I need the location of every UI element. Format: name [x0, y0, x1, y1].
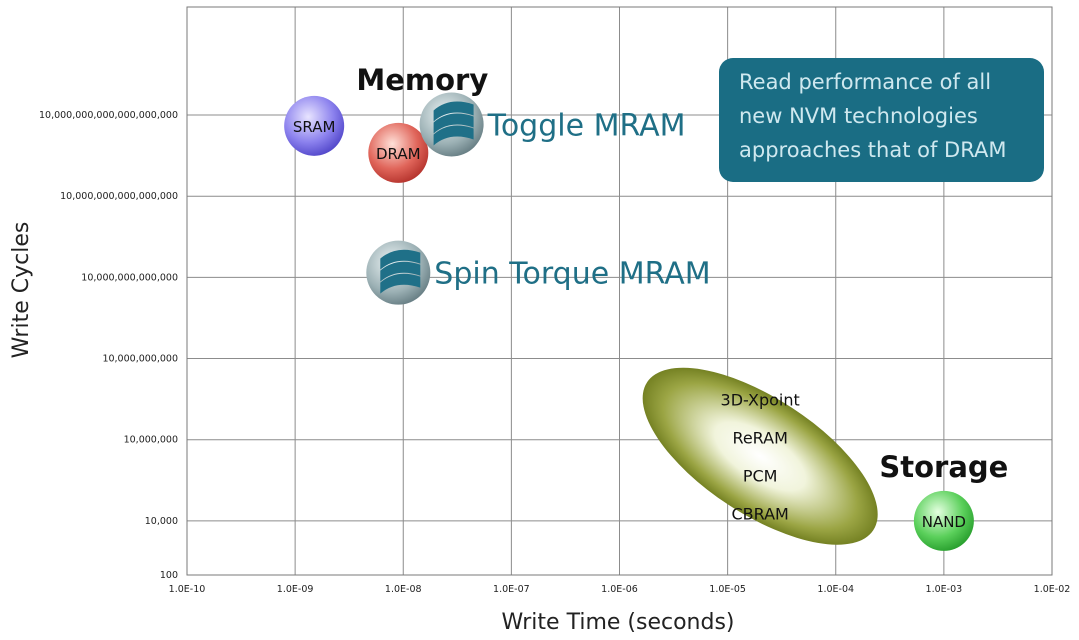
spin-torque-mram-logo-icon [366, 240, 431, 305]
spin-torque-mram-logo-stripe [380, 249, 421, 270]
y-tick-label: 10,000,000 [124, 435, 178, 446]
point-layer: SRAM DRAM Toggle MRAM Spin Torque MRAM NAND [284, 92, 974, 551]
sram-label: SRAM [293, 118, 336, 136]
toggle-mram-logo-icon [419, 92, 484, 157]
nvm-cluster-ellipse [642, 367, 878, 545]
x-axis-ticks: 1.0E-10 1.0E-09 1.0E-08 1.0E-07 1.0E-06 1.0E-… [169, 584, 1071, 595]
y-tick-label: 10,000,000,000 [102, 354, 178, 365]
dram-bubble [368, 122, 429, 183]
callout-line-2: new NVM technologies [739, 104, 978, 128]
callout-line-3: approaches that of DRAM [739, 138, 1006, 162]
x-tick-label: 1.0E-02 [1034, 584, 1071, 595]
dram-label: DRAM [376, 145, 421, 163]
y-axis-label: Write Cycles [9, 222, 34, 359]
cluster-label: 3D-Xpoint [721, 390, 800, 409]
x-tick-label: 1.0E-03 [926, 584, 963, 595]
y-tick-label: 10,000 [145, 516, 178, 527]
x-tick-label: 1.0E-10 [169, 584, 206, 595]
nand-bubble [913, 490, 974, 551]
x-tick-label: 1.0E-06 [601, 584, 638, 595]
spin-torque-mram-logo-stripe [380, 273, 421, 294]
y-tick-label: 10,000,000,000,000,000,000 [39, 110, 178, 121]
nand-label: NAND [922, 513, 966, 531]
callout-line-1: Read performance of all [739, 70, 991, 94]
y-tick-label: 100 [160, 570, 178, 581]
plot-border [186, 6, 1053, 576]
y-tick-label: 10,000,000,000,000 [81, 272, 178, 283]
toggle-mram-label: Toggle MRAM [487, 108, 686, 143]
sram-bubble [284, 95, 345, 156]
storage-group-label: Storage [879, 450, 1008, 484]
x-tick-label: 1.0E-04 [817, 584, 854, 595]
cluster-label: ReRAM [732, 428, 787, 447]
x-tick-label: 1.0E-08 [385, 584, 422, 595]
y-tick-label: 10,000,000,000,000,000 [60, 191, 178, 202]
memory-group-label: Memory [356, 63, 488, 97]
x-tick-label: 1.0E-09 [277, 584, 314, 595]
toggle-mram-logo-stripe [433, 101, 474, 122]
toggle-mram-logo-stripe [433, 113, 474, 134]
x-axis-label: Write Time (seconds) [502, 610, 735, 635]
callout-box: Read performance of all new NVM technolo… [719, 58, 1044, 182]
y-axis-ticks: 100 10,000 10,000,000 10,000,000,000 10,000,… [39, 110, 178, 581]
spin-torque-mram-label: Spin Torque MRAM [434, 257, 710, 292]
callout-background [719, 58, 1044, 182]
cluster-label: CBRAM [731, 504, 788, 523]
x-tick-label: 1.0E-07 [493, 584, 530, 595]
spin-torque-mram-logo-stripe [380, 261, 421, 282]
cluster-label: PCM [743, 466, 778, 485]
x-tick-label: 1.0E-05 [709, 584, 746, 595]
toggle-mram-logo-stripe [433, 125, 474, 146]
